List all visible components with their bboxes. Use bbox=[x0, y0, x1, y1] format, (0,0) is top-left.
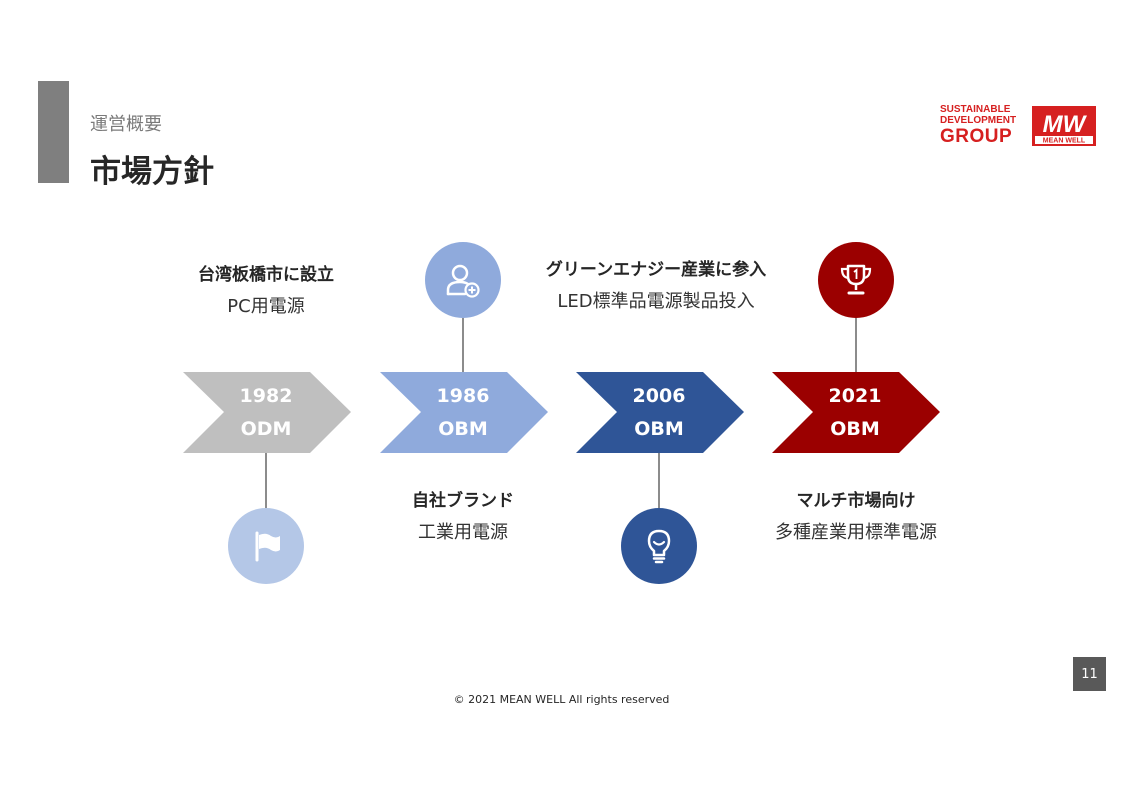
logo-line-1: SUSTAINABLE bbox=[940, 104, 1011, 115]
caption-1982: 台湾板橋市に設立 PC用電源 bbox=[166, 260, 366, 322]
year-label: 2021 bbox=[828, 385, 882, 407]
caption-heading: グリーンエナジー産業に参入 bbox=[545, 260, 767, 280]
model-label: OBM bbox=[830, 418, 880, 440]
caption-detail: PC用電源 bbox=[227, 296, 305, 317]
page-title: 市場方針 bbox=[90, 154, 214, 190]
milestone-circle-2021 bbox=[818, 242, 894, 318]
year-label: 1986 bbox=[436, 385, 490, 407]
company-logo: SUSTAINABLE DEVELOPMENT GROUP MW MEAN WE… bbox=[940, 104, 1098, 150]
logo-line-3: GROUP bbox=[940, 126, 1013, 147]
connector-1986 bbox=[462, 318, 464, 372]
caption-1986: 自社ブランド 工業用電源 bbox=[363, 486, 563, 548]
caption-heading: マルチ市場向け bbox=[796, 491, 916, 511]
milestone-circle-2006 bbox=[621, 508, 697, 584]
caption-heading: 自社ブランド bbox=[412, 491, 514, 511]
flag-icon bbox=[255, 531, 280, 562]
timeline-label-1982: 1982 ODM bbox=[196, 380, 336, 446]
model-label: OBM bbox=[438, 418, 488, 440]
year-label: 1982 bbox=[239, 385, 293, 407]
chevron-2006 bbox=[576, 372, 744, 453]
title-accent-bar bbox=[38, 81, 69, 183]
connector-2006 bbox=[658, 453, 660, 508]
lightbulb-icon bbox=[647, 529, 671, 564]
page-number: 11 bbox=[1073, 657, 1106, 691]
logo-line-2: DEVELOPMENT bbox=[940, 115, 1017, 126]
badge-text: MEAN WELL bbox=[1043, 138, 1086, 145]
model-label: OBM bbox=[634, 418, 684, 440]
caption-detail: LED標準品電源製品投入 bbox=[557, 291, 755, 312]
section-subtitle: 運営概要 bbox=[90, 114, 162, 135]
mean-well-badge: MW MEAN WELL bbox=[1032, 106, 1096, 146]
sdg-logo-text: SUSTAINABLE DEVELOPMENT GROUP bbox=[940, 104, 1022, 148]
year-label: 2006 bbox=[632, 385, 686, 407]
timeline-label-1986: 1986 OBM bbox=[393, 380, 533, 446]
connector-2021 bbox=[855, 318, 857, 372]
copyright-footer: © 2021 MEAN WELL All rights reserved bbox=[453, 693, 670, 706]
badge-mark: MW bbox=[1043, 111, 1088, 138]
timeline-label-2006: 2006 OBM bbox=[589, 380, 729, 446]
caption-2021: マルチ市場向け 多種産業用標準電源 bbox=[756, 486, 956, 548]
milestone-circle-1982 bbox=[228, 508, 304, 584]
model-label: ODM bbox=[240, 418, 292, 440]
caption-detail: 工業用電源 bbox=[418, 522, 508, 543]
connector-1982 bbox=[265, 453, 267, 508]
caption-2006: グリーンエナジー産業に参入 LED標準品電源製品投入 bbox=[536, 255, 776, 317]
chevron-2021 bbox=[772, 372, 940, 453]
milestone-circle-1986 bbox=[425, 242, 501, 318]
caption-heading: 台湾板橋市に設立 bbox=[198, 265, 334, 285]
chevron-1986 bbox=[380, 372, 548, 453]
timeline-label-2021: 2021 OBM bbox=[785, 380, 925, 446]
trophy-icon bbox=[840, 264, 872, 295]
chevron-1982 bbox=[183, 372, 351, 453]
caption-detail: 多種産業用標準電源 bbox=[775, 522, 937, 543]
user-add-icon bbox=[446, 264, 480, 298]
